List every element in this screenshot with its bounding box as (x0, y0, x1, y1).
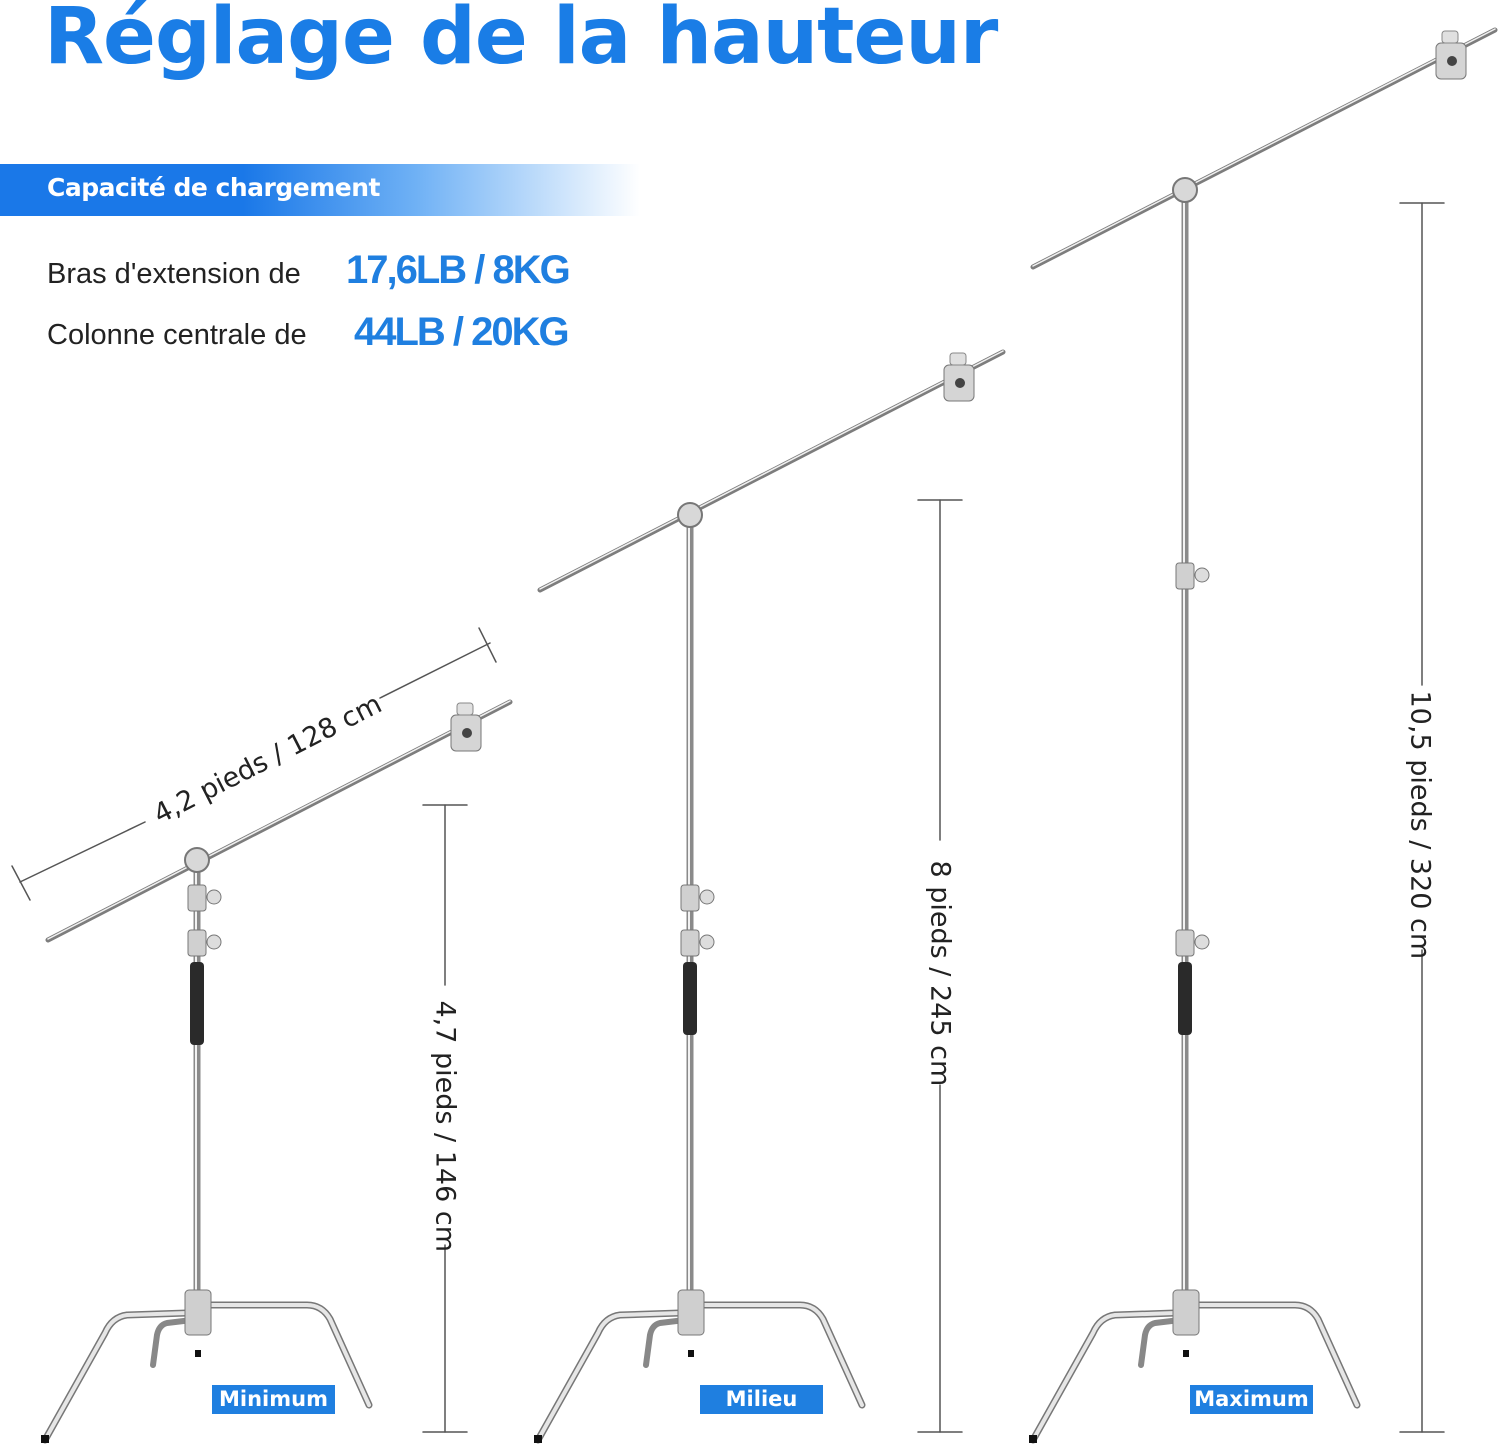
leg-back (1138, 1317, 1183, 1368)
column-collar (680, 884, 700, 912)
extension-arm (1030, 27, 1498, 270)
leg-right-highlight (688, 1303, 864, 1407)
leg-back (643, 1317, 688, 1368)
column-capacity-label: Colonne centrale de (47, 319, 307, 351)
minimum-tag: Minimum (212, 1385, 335, 1414)
hub-screw (195, 1350, 201, 1357)
leg-foot (41, 1435, 49, 1443)
grip-sleeve (1178, 962, 1192, 1035)
spigot-knob (456, 702, 474, 716)
max-height-label: 10,5 pieds / 320 cm (1404, 690, 1436, 960)
milieu-tag: Milieu (700, 1385, 823, 1414)
leg-back (150, 1317, 195, 1368)
lock-knob-icon (206, 934, 222, 950)
leg-front (534, 1309, 684, 1444)
leg-front (41, 1309, 191, 1444)
column-collar (1175, 562, 1195, 590)
arm-highlight (1032, 28, 1496, 267)
spigot-knob (1441, 30, 1459, 44)
arm-dimension-tick (11, 865, 31, 901)
lock-knob-icon (699, 889, 715, 905)
grip-head-icon (1172, 177, 1198, 203)
grip-head-icon (677, 502, 703, 528)
lock-knob-icon (1194, 567, 1210, 583)
leg-right-highlight (195, 1303, 371, 1407)
column-collar (187, 884, 207, 912)
arm-dimension-line (379, 642, 491, 699)
hub-screw (1183, 1350, 1189, 1357)
lock-knob-icon (699, 934, 715, 950)
arm-capacity-value: 17,6LB / 8KG (346, 248, 571, 292)
base-hub (184, 1289, 212, 1336)
leg-foot (1029, 1435, 1037, 1443)
spigot-hole (1447, 56, 1457, 66)
arm-dimension-line (19, 821, 146, 883)
lock-knob-icon (206, 889, 222, 905)
extension-arm (537, 349, 1006, 593)
lock-knob-icon (1194, 934, 1210, 950)
spigot-knob (949, 352, 967, 366)
column-collar (187, 929, 207, 957)
column-collar (1175, 929, 1195, 957)
leg-front (1029, 1309, 1179, 1444)
arm-capacity-label: Bras d'extension de (47, 258, 301, 290)
arm-dimension-tick (478, 627, 497, 663)
leg-right-highlight (1183, 1303, 1359, 1407)
page-title: Réglage de la hauteur (44, 0, 998, 82)
leg-foot (534, 1435, 542, 1443)
hub-screw (688, 1350, 694, 1357)
capacity-heading: Capacité de chargement (47, 173, 380, 202)
leg-front-highlight (1031, 1311, 1177, 1442)
column-capacity-value: 44LB / 20KG (354, 310, 570, 354)
extension-arm (45, 699, 513, 943)
arm-highlight (47, 700, 511, 940)
leg-front-highlight (536, 1311, 682, 1442)
grip-head-icon (184, 847, 210, 873)
column-collar (680, 929, 700, 957)
leg-front-highlight (43, 1311, 189, 1442)
maximum-tag: Maximum (1190, 1385, 1313, 1414)
base-hub (1172, 1289, 1200, 1336)
grip-sleeve (683, 962, 697, 1035)
arm-highlight (539, 350, 1004, 590)
spigot-hole (462, 728, 472, 738)
grip-sleeve (190, 962, 204, 1045)
mid-height-label: 8 pieds / 245 cm (924, 860, 956, 1087)
capacity-banner (0, 164, 640, 216)
min-height-label: 4,7 pieds / 146 cm (429, 1000, 461, 1253)
base-hub (677, 1289, 705, 1336)
spigot-hole (955, 378, 965, 388)
